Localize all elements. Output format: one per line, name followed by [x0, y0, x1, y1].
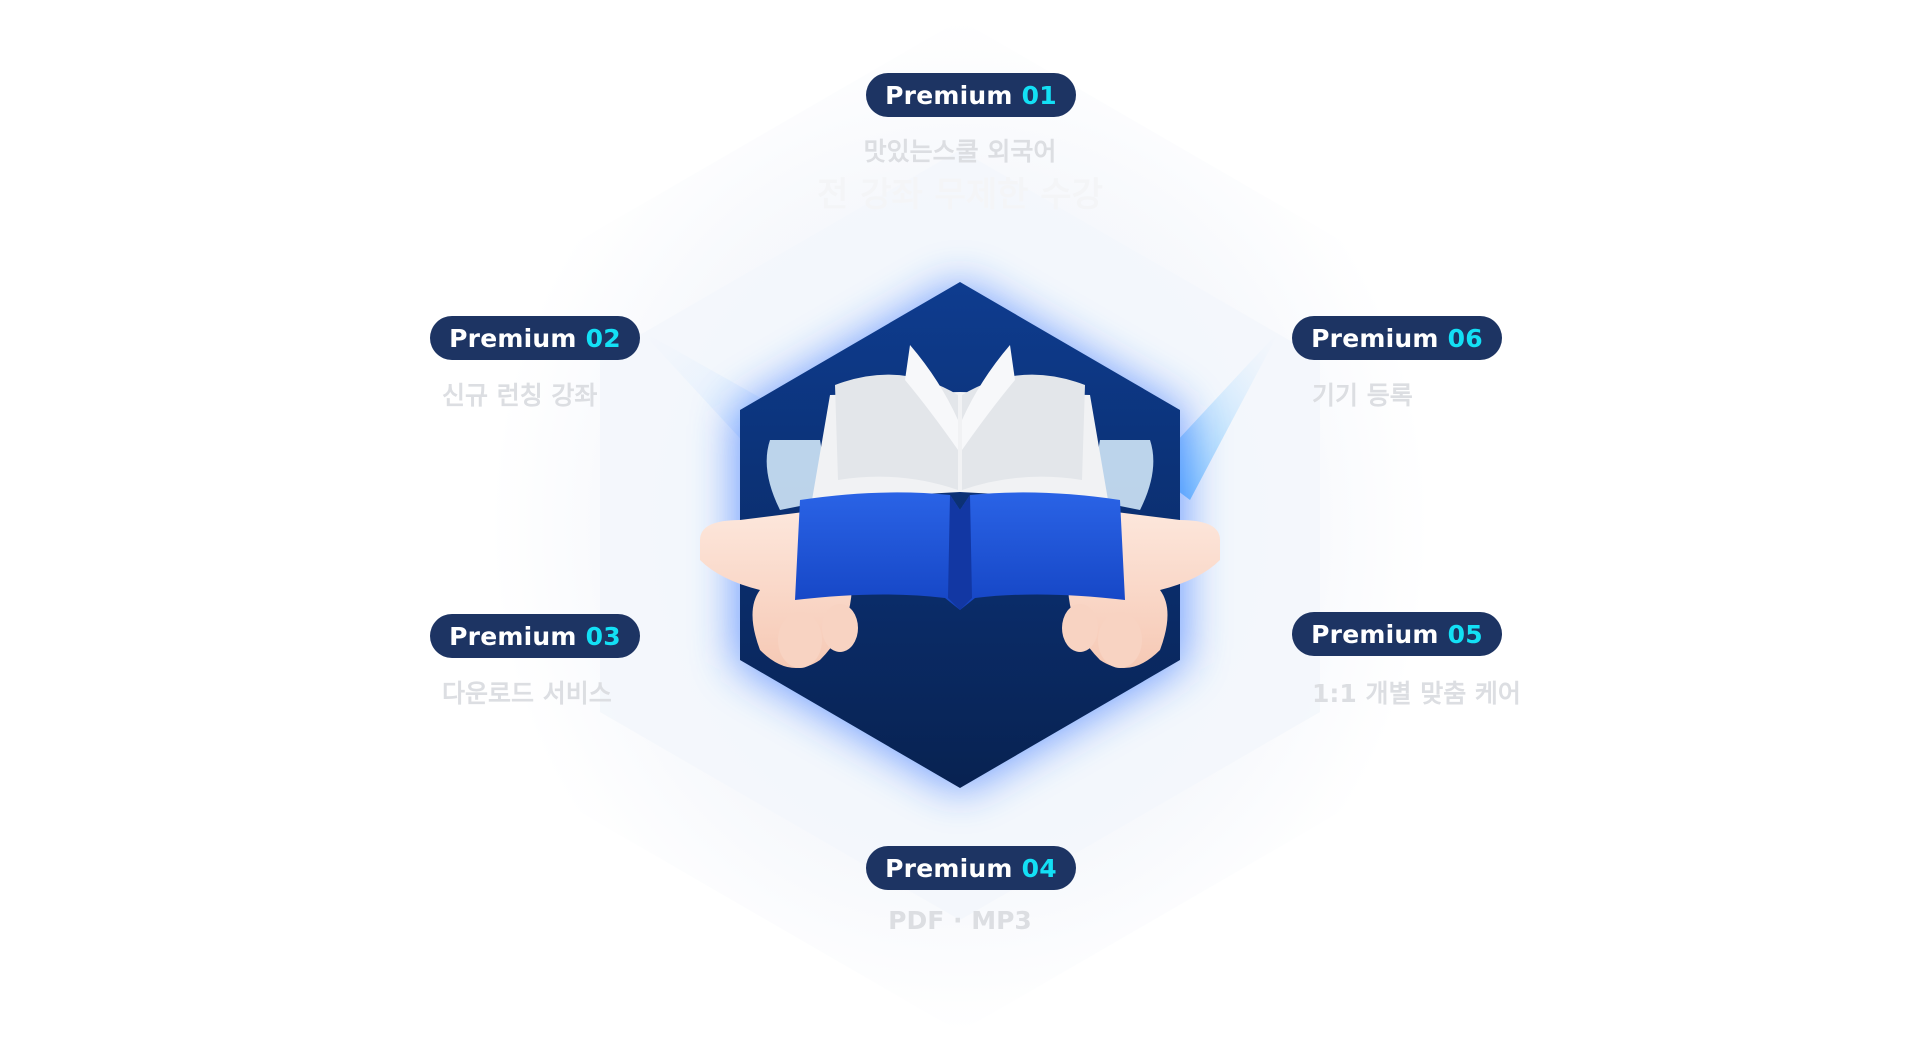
badge-prefix: Premium [449, 621, 577, 651]
premium-item-01-subtext: 전 강좌 무제한 수강 [817, 175, 1103, 215]
premium-item-02-text: 신규 런칭 강좌 [442, 381, 598, 410]
badge-prefix: Premium [1311, 323, 1439, 353]
premium-badge-03: Premium 03 [430, 614, 640, 658]
open-book-in-hands-icon [700, 345, 1220, 668]
premium-badge-02: Premium 02 [430, 316, 640, 360]
premium-item-03-text: 다운로드 서비스 [442, 679, 612, 708]
premium-item-06-text: 기기 등록 [1312, 381, 1413, 410]
badge-number: 06 [1447, 323, 1483, 353]
premium-badge-04: Premium 04 [866, 846, 1076, 890]
premium-badge-01: Premium 01 [866, 73, 1076, 117]
premium-item-04-text: PDF · MP3 [888, 906, 1032, 935]
badge-prefix: Premium [885, 853, 1013, 883]
badge-prefix: Premium [885, 80, 1013, 110]
badge-number: 04 [1021, 853, 1057, 883]
badge-number: 05 [1447, 619, 1483, 649]
premium-badge-06: Premium 06 [1292, 316, 1502, 360]
badge-number: 03 [585, 621, 621, 651]
badge-number: 01 [1021, 80, 1057, 110]
badge-prefix: Premium [449, 323, 577, 353]
premium-badge-05: Premium 05 [1292, 612, 1502, 656]
premium-item-01-text: 맛있는스쿨 외국어 [863, 137, 1057, 166]
premium-item-05-text: 1:1 개별 맞춤 케어 [1312, 679, 1521, 708]
badge-prefix: Premium [1311, 619, 1439, 649]
badge-number: 02 [585, 323, 621, 353]
